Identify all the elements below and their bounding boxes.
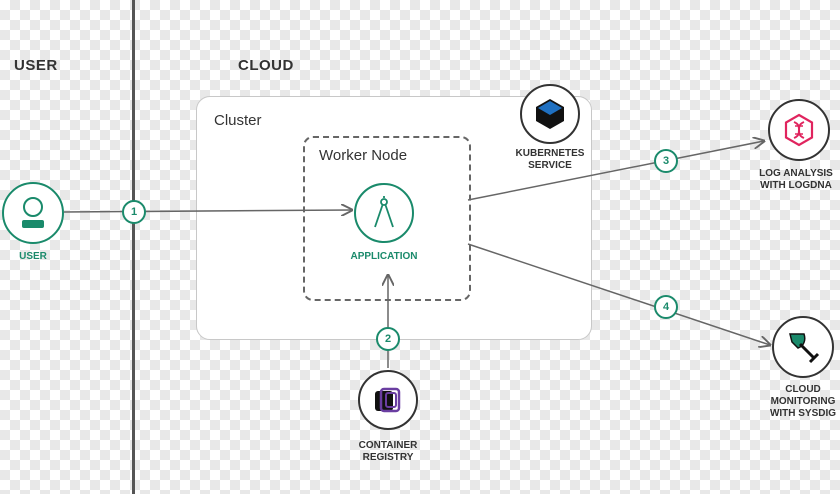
sysdig-node-label: CLOUD MONITORING WITH SYSDIG bbox=[769, 384, 837, 419]
cloud-section-label: CLOUD bbox=[238, 57, 294, 74]
user-node-label: USER bbox=[19, 251, 47, 262]
kubernetes-node-label: KUBERNETES SERVICE bbox=[515, 148, 585, 171]
logdna-node bbox=[768, 99, 830, 161]
arrow-user-to-app bbox=[63, 210, 352, 212]
worker-node-title: Worker Node bbox=[319, 147, 408, 164]
user-icon bbox=[22, 197, 44, 228]
compass-icon bbox=[374, 196, 394, 228]
user-node bbox=[2, 182, 64, 244]
step-2-marker: 2 bbox=[376, 327, 400, 351]
sysdig-shovel-icon bbox=[789, 333, 820, 364]
application-node bbox=[354, 183, 414, 243]
logdna-icon bbox=[784, 113, 814, 147]
registry-node-label: CONTAINER REGISTRY bbox=[358, 440, 418, 463]
step-3-marker: 3 bbox=[654, 149, 678, 173]
kubernetes-service-icon bbox=[536, 99, 564, 129]
arrow-app-to-sysdig bbox=[467, 243, 770, 345]
step-1-marker: 1 bbox=[122, 200, 146, 224]
container-registry-icon bbox=[375, 387, 401, 413]
sysdig-node bbox=[772, 316, 834, 378]
step-4-marker: 4 bbox=[654, 295, 678, 319]
user-section-label: USER bbox=[14, 57, 58, 74]
registry-node bbox=[358, 370, 418, 430]
arrow-app-to-logdna bbox=[467, 141, 764, 201]
cluster-title: Cluster bbox=[214, 112, 262, 129]
user-cloud-divider bbox=[132, 0, 135, 494]
application-node-label: APPLICATION bbox=[350, 251, 418, 262]
logdna-node-label: LOG ANALYSIS WITH LOGDNA bbox=[759, 168, 833, 191]
worker-node-box bbox=[303, 136, 471, 301]
kubernetes-node bbox=[520, 84, 580, 144]
